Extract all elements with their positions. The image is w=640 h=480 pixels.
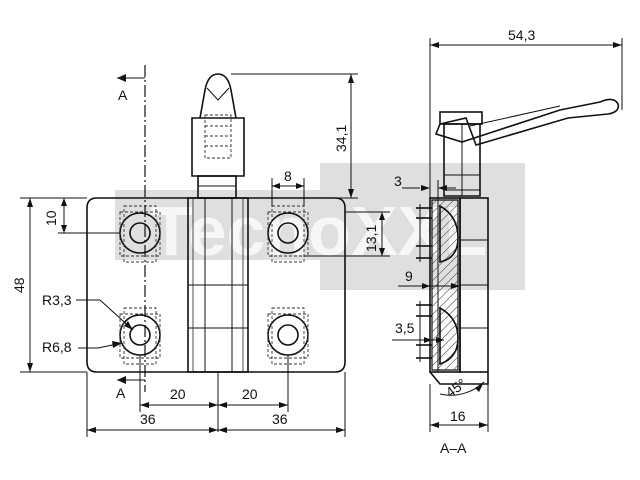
- section-marker-top: A: [118, 87, 128, 103]
- dim-right-width: 36: [272, 411, 288, 427]
- dim-hole-vertical: 13,1: [363, 225, 379, 252]
- hole-top-right: [267, 205, 309, 263]
- section-caption: A–A: [440, 440, 467, 456]
- dim-counterbore-radius: R6,8: [42, 339, 72, 355]
- dim-left-width: 36: [140, 411, 156, 427]
- dim-right-pitch: 20: [242, 386, 258, 402]
- screw-stubs: [416, 204, 432, 362]
- dim-left-pitch: 20: [170, 386, 186, 402]
- dim-hole-top-offset: 10: [43, 210, 59, 226]
- hatched-section: [431, 199, 459, 371]
- dim-bore-radius: R3,3: [42, 292, 72, 308]
- dim-chamfer-angle: 45°: [443, 375, 470, 400]
- clamping-lever: [191, 73, 245, 199]
- chamfer: [429, 371, 489, 385]
- watermark-text: TecnoXXL: [150, 192, 487, 270]
- dim-slot-width: 8: [284, 168, 292, 184]
- dim-wall-thickness: 3: [394, 173, 402, 189]
- lever-side: [434, 98, 620, 197]
- dim-total-height: 48: [11, 277, 27, 293]
- dim-lever-height: 34,1: [333, 125, 349, 152]
- hinge-plate-outline: [86, 197, 346, 373]
- front-view: A A 48 10 R3,3 R6,8 20: [11, 65, 390, 437]
- section-marker-bottom: A: [116, 385, 126, 401]
- dim-step: 3,5: [395, 320, 415, 336]
- dim-overall-width: 54,3: [508, 27, 535, 43]
- dim-body-depth: 16: [450, 408, 466, 424]
- section-view: 54,3 3 9 3,5 45° 16 A–A: [392, 27, 623, 456]
- watermark: TecnoXXL: [115, 163, 525, 290]
- dim-leaf-thickness: 9: [405, 268, 413, 284]
